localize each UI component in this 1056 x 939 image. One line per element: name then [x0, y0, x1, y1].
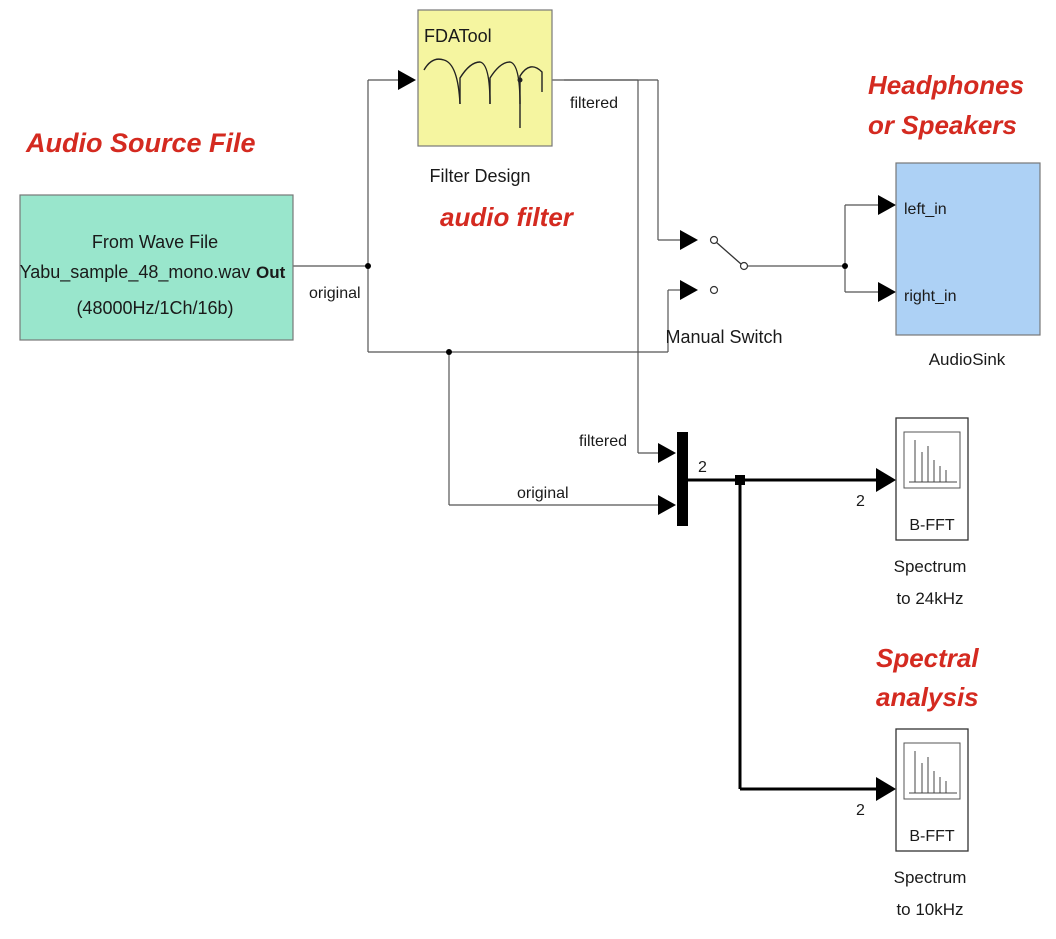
- spectrum-10k-plot-icon: [909, 751, 957, 794]
- signal-label-original-left: original: [309, 285, 361, 302]
- junction-sink: [842, 263, 848, 269]
- block-audio-sink[interactable]: left_in right_in AudioSink: [895, 162, 1041, 369]
- arrow-switch-in2: [680, 280, 698, 300]
- signal-lines: [293, 79, 878, 791]
- arrow-filter-in: [398, 70, 416, 90]
- arrow-spectrum-10k-in: [876, 777, 896, 801]
- sink-caption: AudioSink: [929, 350, 1006, 369]
- annotation-audio-filter: audio filter: [440, 202, 575, 232]
- spectrum-24k-plot-icon: [909, 440, 957, 483]
- signal-label-original-mux: original: [517, 485, 569, 502]
- block-from-wave-file[interactable]: From Wave File Yabu_sample_48_mono.wav (…: [19, 194, 294, 341]
- junction-bus: [735, 475, 745, 485]
- wave-file-filename: Yabu_sample_48_mono.wav: [20, 262, 251, 283]
- block-spectrum-24k[interactable]: B-FFT Spectrum to 24kHz: [894, 417, 969, 608]
- arrow-mux-in1: [658, 443, 676, 463]
- junction-original-bottom: [446, 349, 452, 355]
- spectrum-24k-caption-line2: to 24kHz: [896, 589, 963, 608]
- sink-port-left-in: left_in: [904, 201, 947, 218]
- annotation-spectral-line1: Spectral: [876, 643, 979, 673]
- filter-caption: Filter Design: [429, 166, 530, 186]
- signal-label-filtered-mux: filtered: [579, 433, 627, 450]
- spectrum-10k-caption-line2: to 10kHz: [896, 900, 963, 919]
- filter-fdatool-label: FDATool: [424, 26, 492, 46]
- block-mux[interactable]: [677, 432, 688, 526]
- junction-source: [365, 263, 371, 269]
- annotation-audio-source: Audio Source File: [25, 128, 256, 158]
- signal-width-10k: 2: [856, 802, 865, 819]
- annotation-headphones-line1: Headphones: [868, 70, 1024, 100]
- arrow-left-in: [878, 195, 896, 215]
- annotation-spectral-line2: analysis: [876, 682, 979, 712]
- signal-width-mux-out: 2: [698, 459, 707, 476]
- spectrum-10k-caption-line1: Spectrum: [894, 868, 967, 887]
- annotation-headphones-line2: or Speakers: [868, 110, 1017, 140]
- arrow-mux-in2: [658, 495, 676, 515]
- wave-file-format: (48000Hz/1Ch/16b): [76, 298, 233, 318]
- filter-response-icon: [423, 58, 543, 128]
- spectrum-10k-label: B-FFT: [909, 828, 955, 845]
- block-spectrum-10k[interactable]: B-FFT Spectrum to 10kHz: [894, 728, 969, 919]
- block-manual-switch[interactable]: Manual Switch: [665, 235, 783, 348]
- sink-port-right-in: right_in: [904, 288, 956, 305]
- signal-label-filtered-top: filtered: [570, 95, 618, 112]
- arrow-right-in: [878, 282, 896, 302]
- switch-caption: Manual Switch: [665, 327, 782, 347]
- wave-file-title: From Wave File: [92, 232, 218, 252]
- arrow-switch-in1: [680, 230, 698, 250]
- spectrum-24k-label: B-FFT: [909, 517, 955, 534]
- wave-file-port-out: Out: [256, 263, 286, 282]
- arrow-spectrum-24k-in: [876, 468, 896, 492]
- signal-width-24k: 2: [856, 493, 865, 510]
- spectrum-24k-caption-line1: Spectrum: [894, 557, 967, 576]
- block-filter-design[interactable]: FDATool Filter Design: [417, 9, 553, 186]
